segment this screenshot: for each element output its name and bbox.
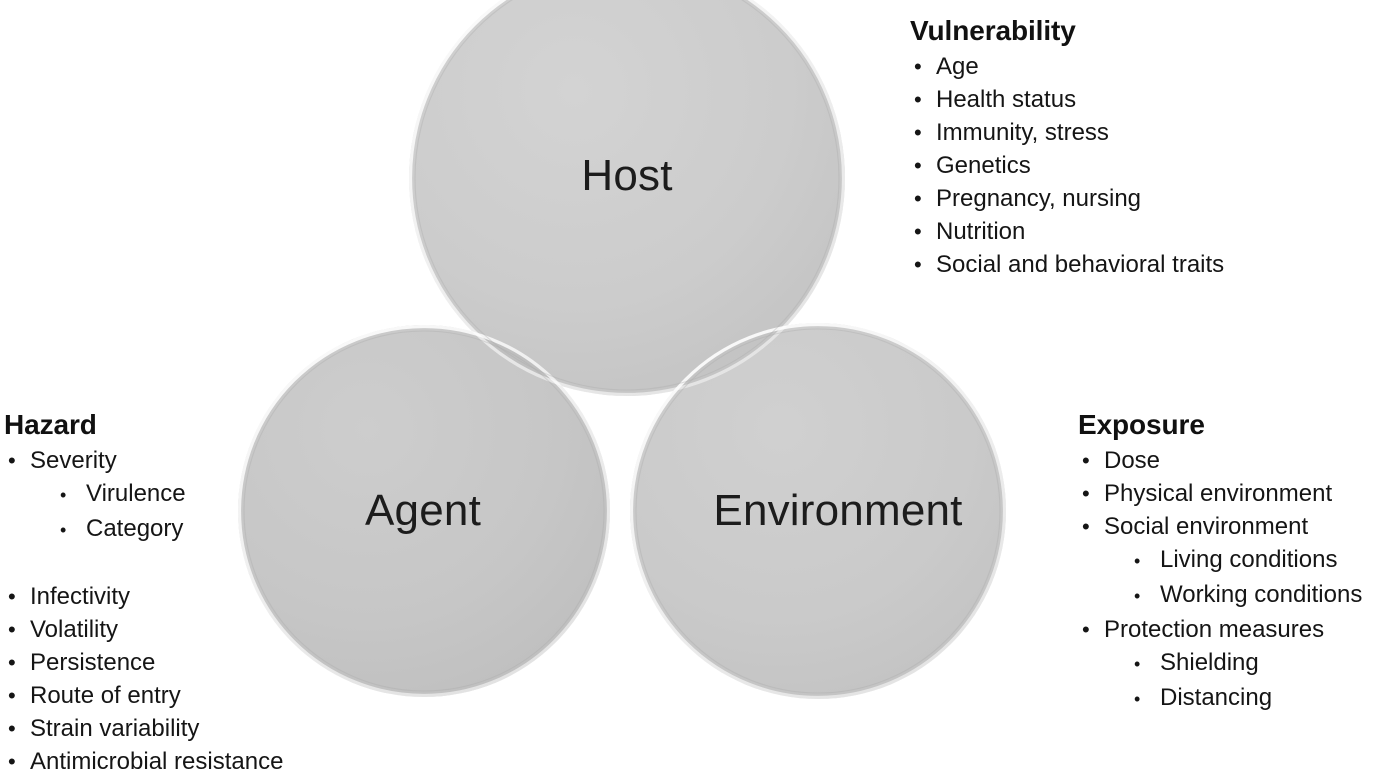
venn-label-agent: Agent [365, 486, 481, 535]
bullet-icon: • [8, 584, 16, 610]
bullet-icon: • [1134, 586, 1141, 607]
list-item-label: Virulence [86, 480, 186, 508]
list-item-label: Social and behavioral traits [936, 251, 1225, 279]
bullet-icon: • [914, 252, 922, 278]
list-item-label: Physical environment [1104, 480, 1333, 508]
vulnerability-heading: Vulnerability [910, 15, 1076, 46]
venn-label-host: Host [581, 151, 673, 200]
venn-label-environment: Environment [713, 486, 963, 535]
list-item: • Social environment [1078, 510, 1362, 543]
venn-circle-shadows [238, 0, 1006, 699]
bullet-icon: • [1134, 689, 1141, 710]
list-item: • Physical environment [1078, 477, 1362, 510]
list-item-label: Shielding [1160, 649, 1259, 677]
list-item: • Shielding [1078, 646, 1362, 681]
list-item: • Route of entry [4, 679, 283, 712]
list-item: • Antimicrobial resistance [4, 745, 283, 778]
list-item: • Social and behavioral traits [910, 248, 1224, 281]
list-item: • Strain variability [4, 712, 283, 745]
list-item: • Living conditions [1078, 543, 1362, 578]
list-item-label: Pregnancy, nursing [936, 185, 1142, 213]
list-item-label: Persistence [30, 649, 156, 677]
bullet-icon: • [1082, 481, 1090, 507]
venn-circle-agent [238, 325, 610, 697]
list-item-label: Dose [1104, 447, 1161, 475]
bullet-icon: • [914, 54, 922, 80]
list-item: • Working conditions [1078, 578, 1362, 613]
bullet-icon: • [60, 520, 67, 541]
venn-circle-environment [630, 323, 1006, 699]
hazard-heading: Hazard [4, 409, 97, 440]
hazard-list-block: Hazard • Severity • Virulence • Category • • Inf… [4, 408, 283, 778]
list-item-label: Antimicrobial resistance [30, 748, 284, 776]
bullet-icon: • [8, 650, 16, 676]
venn-circle-rims [237, 0, 1007, 700]
bullet-icon: • [914, 87, 922, 113]
list-item-label: Protection measures [1104, 616, 1325, 644]
list-item: • Severity [4, 444, 283, 477]
bullet-icon: • [60, 485, 67, 506]
venn-circle-host [409, 0, 845, 396]
list-item-label: Nutrition [936, 218, 1026, 246]
list-item-label: Strain variability [30, 715, 200, 743]
bullet-icon: • [8, 617, 16, 643]
vulnerability-items: • Age • Health status • Immunity, stress • Gene… [910, 50, 1224, 281]
exposure-list-block: Exposure • Dose • Physical environment • Soci… [1078, 408, 1362, 716]
list-item: • Immunity, stress [910, 116, 1224, 149]
list-spacer: • [4, 547, 283, 580]
list-item-label: Distancing [1160, 684, 1273, 712]
list-item-label: Working conditions [1160, 581, 1363, 609]
list-item: • Age [910, 50, 1224, 83]
list-item: • Persistence [4, 646, 283, 679]
list-item: • Protection measures [1078, 613, 1362, 646]
list-item: • Nutrition [910, 215, 1224, 248]
bullet-icon: • [1082, 617, 1090, 643]
list-item-label: Volatility [30, 616, 119, 644]
bullet-icon: • [1082, 448, 1090, 474]
list-item-label: Category [86, 515, 184, 543]
list-item-label: Age [936, 53, 979, 81]
exposure-heading: Exposure [1078, 409, 1205, 440]
bullet-icon: • [1134, 551, 1141, 572]
list-item: • Distancing [1078, 681, 1362, 716]
bullet-icon: • [8, 749, 16, 775]
bullet-icon: • [1082, 514, 1090, 540]
list-item: • Category [4, 512, 283, 547]
venn-circle-inner-edges [243, 0, 1001, 694]
exposure-items: • Dose • Physical environment • Social enviro… [1078, 444, 1362, 716]
list-item: • Genetics [910, 149, 1224, 182]
list-item: • Volatility [4, 613, 283, 646]
bullet-icon: • [914, 153, 922, 179]
bullet-icon: • [914, 120, 922, 146]
list-item-label: Infectivity [30, 583, 131, 611]
bullet-icon: • [8, 448, 16, 474]
list-item-label: Immunity, stress [936, 119, 1109, 147]
bullet-icon: • [914, 219, 922, 245]
hazard-items: • Severity • Virulence • Category • • Infectivit… [4, 444, 283, 778]
list-item-label: Living conditions [1160, 546, 1338, 574]
bullet-icon: • [1134, 654, 1141, 675]
list-item-label: Route of entry [30, 682, 181, 710]
list-item: • Pregnancy, nursing [910, 182, 1224, 215]
vulnerability-list-block: Vulnerability • Age • Health status • Immunit… [910, 14, 1224, 281]
bullet-icon: • [914, 186, 922, 212]
list-item: • Infectivity [4, 580, 283, 613]
bullet-icon: • [8, 716, 16, 742]
bullet-icon: • [8, 683, 16, 709]
list-item: • Virulence [4, 477, 283, 512]
list-item: • Health status [910, 83, 1224, 116]
list-item-label: Severity [30, 447, 117, 475]
list-item: • Dose [1078, 444, 1362, 477]
list-item-label: Health status [936, 86, 1077, 114]
list-item-label: Social environment [1104, 513, 1309, 541]
list-item-label: Genetics [936, 152, 1031, 180]
